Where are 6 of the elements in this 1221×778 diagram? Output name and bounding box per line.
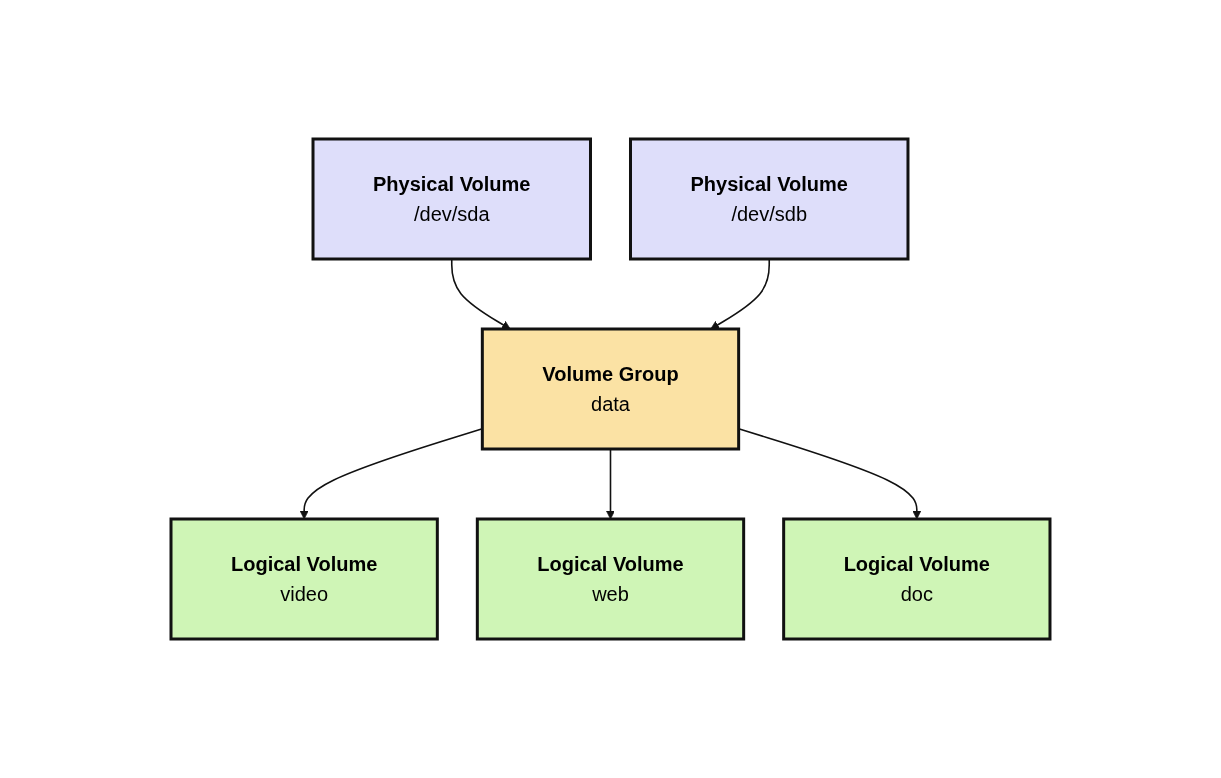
node-box: Volume Group data bbox=[480, 327, 741, 451]
node-box: Physical Volume /dev/sda bbox=[311, 137, 592, 261]
node-box: Logical Volume video bbox=[169, 517, 439, 641]
node-box: Logical Volume doc bbox=[782, 517, 1052, 641]
node-box: Logical Volume web bbox=[475, 517, 746, 641]
node-box: Physical Volume /dev/sdb bbox=[629, 137, 910, 261]
